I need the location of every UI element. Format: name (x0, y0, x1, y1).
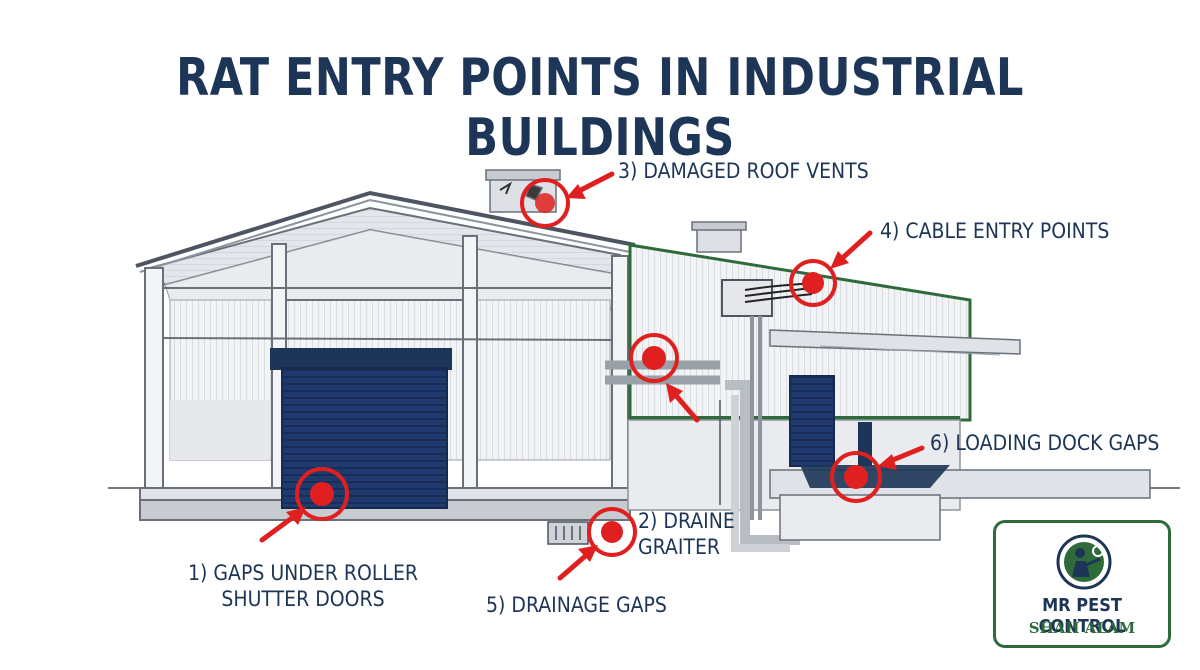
pointer-arrows (259, 171, 925, 581)
label-roof-vents: 3) DAMAGED ROOF VENTS (618, 159, 869, 183)
logo-location: SHAH ALAM (1028, 619, 1136, 637)
entry-marker-cable-entry (789, 259, 837, 307)
arrow-roof-vents (572, 171, 615, 196)
entry-marker-loading-dock (830, 451, 882, 503)
label-loading-dock: 6) LOADING DOCK GAPS (930, 431, 1160, 455)
company-logo: MR PEST CONTROL SHAH ALAM (993, 520, 1171, 648)
arrow-roller-doors (259, 512, 299, 543)
page-title: RAT ENTRY POINTS IN INDUSTRIAL BUILDINGS (176, 48, 1024, 168)
arrow-drain-grate (670, 389, 700, 423)
drainage-grate (547, 521, 589, 545)
side-annex (605, 221, 1151, 552)
label-drain-grate: 2) DRAINE GRAITER (638, 509, 735, 559)
pest-control-shield-icon (1056, 534, 1112, 590)
label-drainage: 5) DRAINAGE GAPS (486, 593, 667, 617)
roller-shutter-door (270, 348, 452, 509)
entry-marker-drain-grate (629, 333, 679, 383)
entry-marker-drainage (587, 507, 637, 557)
label-cable-entry: 4) CABLE ENTRY POINTS (880, 219, 1110, 243)
logo-name: MR PEST CONTROL (1038, 595, 1126, 637)
entry-marker-roller-doors (295, 467, 349, 521)
entry-marker-roof-vents (520, 178, 570, 228)
label-roller-doors: 1) GAPS UNDER ROLLER SHUTTER DOORS (188, 561, 419, 611)
